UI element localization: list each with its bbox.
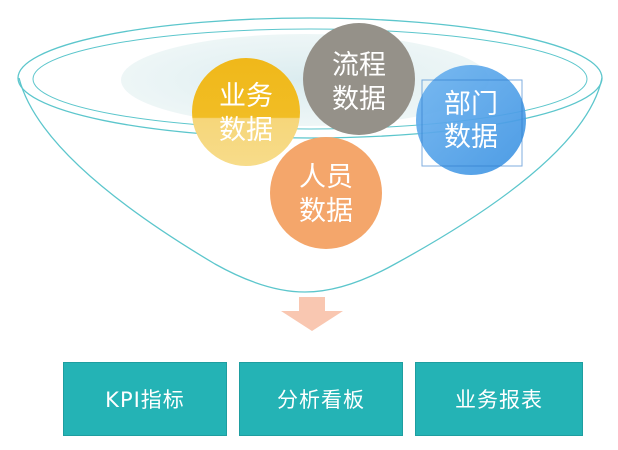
- output-kpi-box: KPI指标: [63, 362, 227, 436]
- circle-department-line2: 数据: [444, 122, 498, 153]
- department-selection-box: [421, 79, 523, 167]
- output-report-box: 业务报表: [415, 362, 583, 436]
- circle-process-data: 流程 数据: [303, 23, 415, 135]
- circle-personnel-line2: 数据: [299, 196, 353, 227]
- down-arrow-icon: [281, 297, 343, 331]
- circle-department-line1: 部门: [444, 89, 498, 120]
- circle-personnel-line1: 人员: [299, 162, 353, 193]
- circle-process-line1: 流程: [332, 50, 386, 81]
- output-kpi-label: KPI指标: [105, 388, 185, 412]
- output-report-label: 业务报表: [455, 388, 543, 412]
- output-dashboard-box: 分析看板: [239, 362, 403, 436]
- funnel-outline: [18, 77, 603, 293]
- circle-business-data: 业务 数据: [192, 58, 300, 166]
- circle-business-line2: 数据: [219, 115, 273, 146]
- circle-department-data: 部门 数据: [416, 65, 526, 175]
- output-dashboard-label: 分析看板: [277, 388, 365, 412]
- funnel-rim-outer: [17, 17, 603, 139]
- circle-process-line2: 数据: [332, 84, 386, 115]
- circle-business-line1: 业务: [219, 81, 273, 112]
- funnel-rim-inner: [32, 28, 588, 130]
- circle-personnel-data: 人员 数据: [270, 137, 382, 249]
